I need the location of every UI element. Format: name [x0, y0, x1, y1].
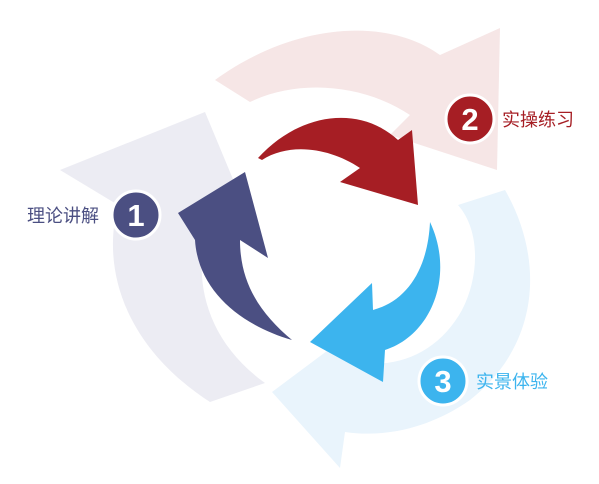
- step-1-number: 1: [127, 198, 144, 233]
- ghost-purple-arrow: [60, 112, 265, 402]
- step-1-badge: [110, 189, 162, 241]
- step-1: 1 理论讲解: [27, 189, 162, 241]
- blue-arrow: [310, 222, 441, 382]
- step-2-number: 2: [461, 102, 478, 137]
- ghost-blue-arrow: [272, 190, 531, 468]
- step-1-label: 理论讲解: [27, 206, 99, 227]
- ghost-red-arrow: [215, 28, 500, 170]
- red-arrow: [258, 117, 418, 205]
- step-2-badge: [444, 93, 496, 145]
- background-arrows: [60, 28, 531, 468]
- step-3: 3 实景体验: [417, 355, 548, 407]
- purple-arrow: [178, 172, 292, 340]
- step-2-label: 实操练习: [502, 110, 574, 131]
- step-3-label: 实景体验: [476, 372, 548, 393]
- step-3-number: 3: [434, 364, 451, 399]
- main-arrows: [178, 117, 441, 382]
- step-3-badge: [417, 355, 469, 407]
- step-2: 2 实操练习: [444, 93, 574, 145]
